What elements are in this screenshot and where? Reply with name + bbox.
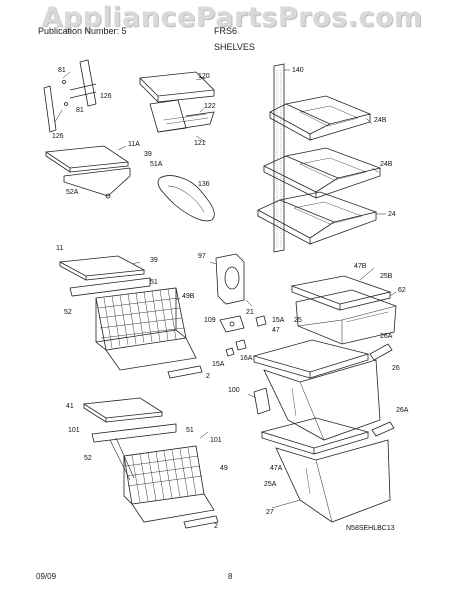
- callout-47a: 47A: [270, 465, 283, 472]
- glass-shelf-11a: [44, 145, 131, 199]
- crisper-shelf-47a: [260, 417, 370, 455]
- callout-121: 121: [194, 140, 206, 147]
- callout-62: 62: [398, 287, 406, 294]
- door-shelf-24: [257, 191, 378, 245]
- callout-97: 97: [198, 253, 206, 260]
- shelf-41: [82, 397, 164, 423]
- crisper-shelf-25: [252, 339, 370, 379]
- glide-26a-upper: [369, 343, 393, 361]
- crisper-drawer-27: [275, 439, 391, 523]
- cover-2-lower: [183, 515, 219, 529]
- shelf-rail-left: [43, 59, 97, 133]
- door-shelf-24b-lower: [263, 147, 382, 199]
- control-housing-97: [209, 253, 245, 305]
- callout-81: 81: [58, 67, 66, 74]
- callout-101: 101: [68, 427, 80, 434]
- shelf-11: [58, 255, 146, 281]
- callout-100: 100: [228, 387, 240, 394]
- callout-52a: 52A: [66, 189, 79, 196]
- callout-26a: 26A: [396, 407, 409, 414]
- callout-15a: 15A: [212, 361, 225, 368]
- callout-52: 52: [64, 309, 72, 316]
- callout-11a: 11A: [128, 141, 140, 148]
- callout-49b: 49B: [182, 293, 195, 300]
- footer-page-number: 8: [228, 572, 233, 581]
- callout-39: 39: [144, 151, 152, 158]
- callout-136: 136: [198, 181, 210, 188]
- callout-81: 81: [76, 107, 84, 114]
- callout-24: 24: [388, 211, 396, 218]
- crisper-drawer-26: [263, 359, 381, 441]
- small-parts: [225, 299, 267, 357]
- glide-26a-lower: [371, 421, 395, 437]
- footer-date: 09/09: [36, 572, 57, 581]
- callout-25a: 25A: [264, 481, 277, 488]
- callout-16a: 16A: [240, 355, 253, 362]
- callout-15a: 15A: [272, 317, 285, 324]
- callout-126: 126: [52, 133, 64, 140]
- callout-27: 27: [266, 509, 274, 516]
- bracket-109: [219, 315, 245, 333]
- crisper-drawer-25b: [295, 289, 397, 345]
- wire-basket-49b: [69, 277, 197, 371]
- crisper-cover-47b: [290, 275, 392, 311]
- cover-2-upper: [167, 365, 203, 379]
- callout-26a: 26A: [380, 333, 393, 340]
- part-136: [157, 175, 215, 222]
- callout-51a: 51A: [150, 161, 163, 168]
- callout-41: 41: [66, 403, 74, 410]
- leader-lines: [117, 69, 397, 509]
- callout-120: 120: [198, 73, 210, 80]
- callout-25: 25: [294, 317, 302, 324]
- rail-140: [273, 63, 285, 253]
- callout-109: 109: [204, 317, 216, 324]
- wire-basket-49: [91, 423, 215, 523]
- diagram-code: N58SEHLBC13: [346, 525, 395, 532]
- door-shelf-24b-upper: [269, 95, 372, 141]
- callout-11: 11: [56, 245, 63, 252]
- callout-47: 47: [272, 327, 280, 334]
- callout-122: 122: [204, 103, 216, 110]
- callout-26: 26: [392, 365, 400, 372]
- rail-100: [253, 387, 271, 415]
- section-title: SHELVES: [214, 42, 255, 52]
- callout-25b: 25B: [380, 273, 393, 280]
- callout-101: 101: [210, 437, 222, 444]
- callout-140: 140: [292, 67, 304, 74]
- callout-24b: 24B: [380, 161, 393, 168]
- model-number: FRS6: [214, 26, 238, 36]
- callout-51: 51: [150, 279, 158, 286]
- callout-labels: 81 126 81 126 120 122 121 11A 39 51A 52A…: [52, 67, 409, 532]
- callout-126: 126: [100, 93, 112, 100]
- publication-number: Publication Number: 5: [38, 26, 127, 36]
- callout-24b: 24B: [374, 117, 387, 124]
- callout-47b: 47B: [354, 263, 367, 270]
- callout-51: 51: [186, 427, 194, 434]
- callout-49: 49: [220, 465, 228, 472]
- callout-21: 21: [246, 309, 254, 316]
- callout-39: 39: [150, 257, 158, 264]
- callout-2: 2: [206, 373, 210, 380]
- callout-2: 2: [214, 523, 218, 530]
- shelf-120: [139, 71, 215, 133]
- callout-52: 52: [84, 455, 92, 462]
